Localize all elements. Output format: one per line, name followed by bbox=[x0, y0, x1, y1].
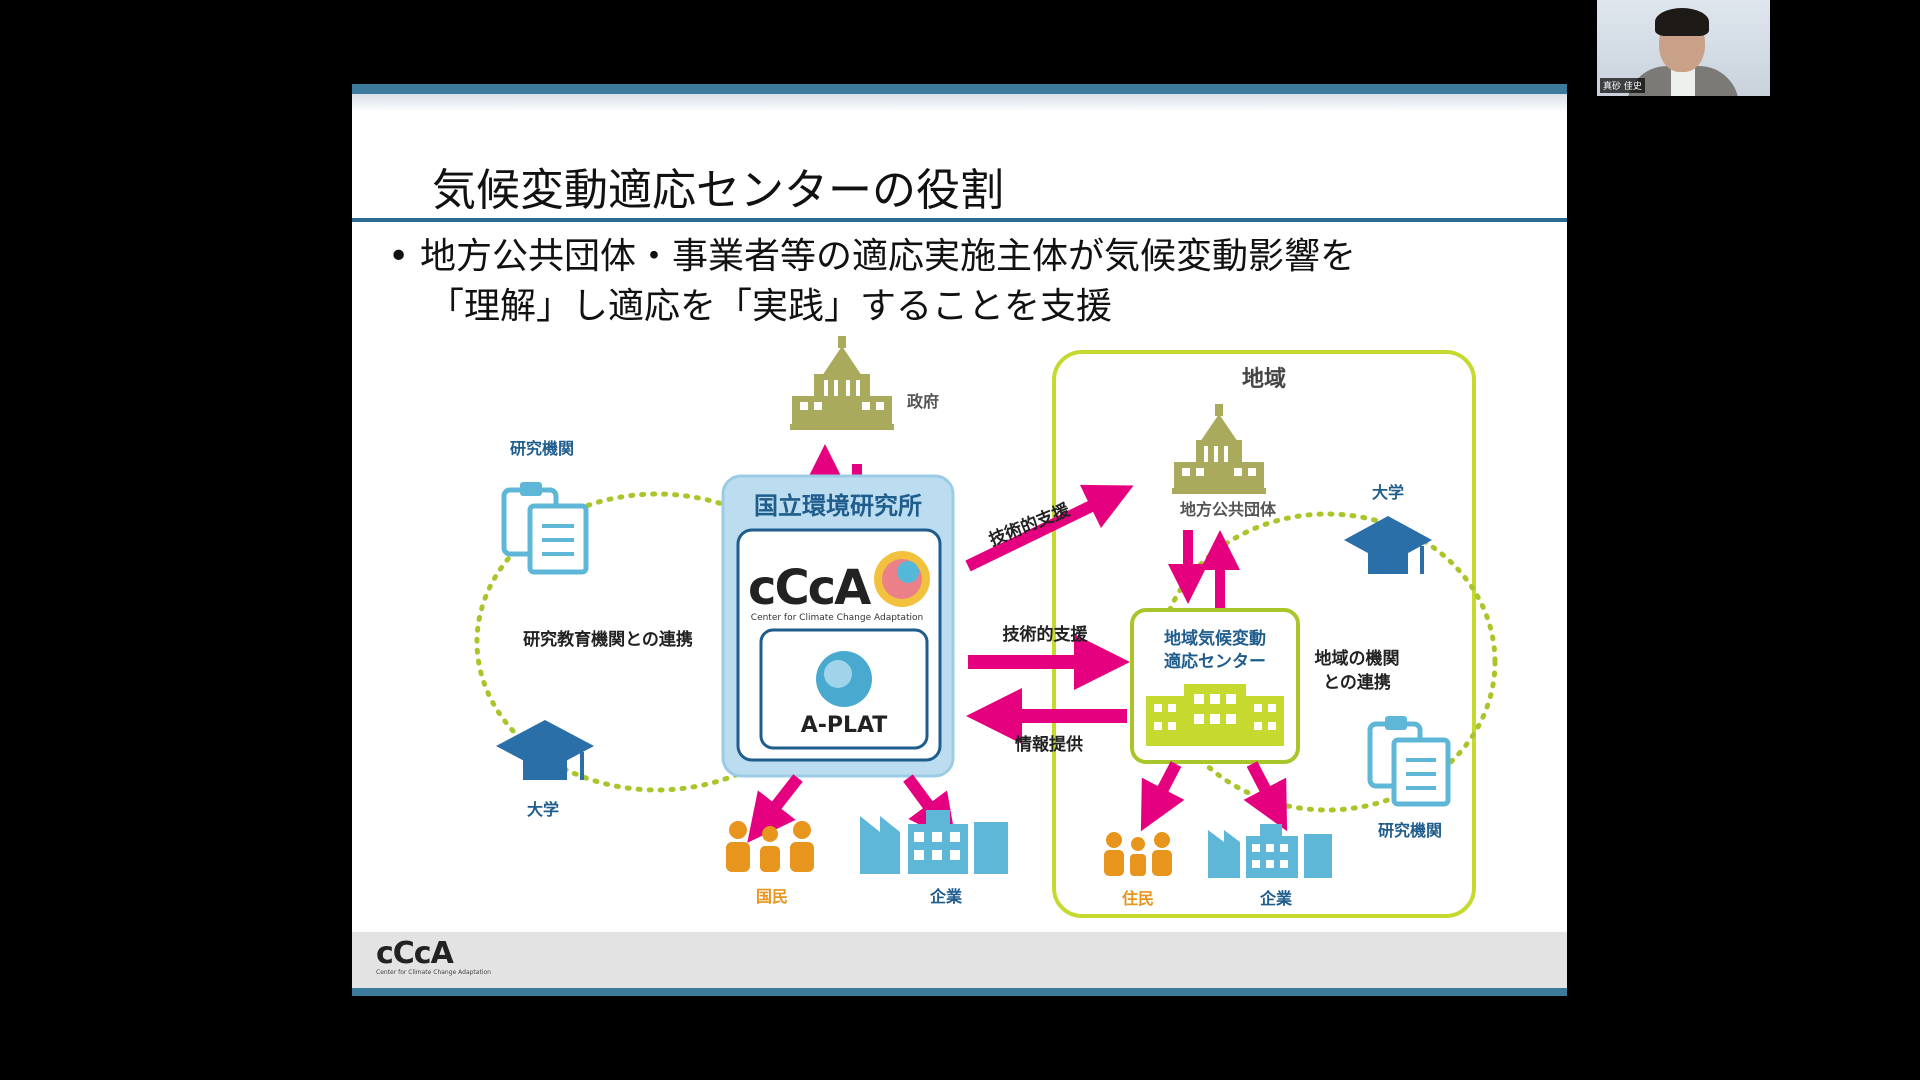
clipboard-icon-right bbox=[1367, 716, 1451, 807]
government-building-icon bbox=[790, 336, 894, 430]
companies-right-label: 企業 bbox=[1259, 889, 1293, 908]
government-label: 政府 bbox=[907, 392, 939, 411]
slide-footer bbox=[352, 932, 1567, 988]
bullet-dot: • bbox=[388, 236, 410, 277]
arrow-center-to-companies bbox=[1243, 761, 1288, 832]
aplat-label: A-PLAT bbox=[801, 713, 888, 738]
arrow-nies-to-localgov bbox=[965, 484, 1134, 572]
participant-video-tile[interactable]: 真砂 佳史 bbox=[1597, 0, 1770, 96]
graduation-cap-icon-left bbox=[496, 720, 594, 780]
role-diagram: 地域 政府 国立環境研究所 cCcA Center for Cl bbox=[474, 336, 1498, 918]
university-left-label: 大学 bbox=[527, 800, 559, 819]
slide-top-gradient bbox=[352, 94, 1567, 112]
info-provision-label: 情報提供 bbox=[1015, 734, 1083, 755]
slide-footer-rule bbox=[352, 988, 1567, 996]
slide-top-band bbox=[352, 84, 1567, 94]
residents-label: 住民 bbox=[1122, 889, 1154, 908]
citizens-label: 国民 bbox=[756, 887, 788, 906]
participant-hair bbox=[1655, 8, 1709, 36]
arrow-center-to-residents bbox=[1140, 761, 1185, 832]
people-icon-citizens bbox=[726, 821, 814, 872]
research-org-right-label: 研究機関 bbox=[1378, 821, 1442, 840]
ccca-subtitle: Center for Climate Change Adaptation bbox=[751, 613, 923, 623]
slide-bullet: • 地方公共団体・事業者等の適応実施主体が気候変動影響を 「理解」し適応を「実践… bbox=[388, 232, 1508, 332]
region-label: 地域 bbox=[1242, 366, 1286, 392]
nies-label: 国立環境研究所 bbox=[754, 492, 922, 520]
local-center-label-2: 適応センター bbox=[1164, 651, 1266, 672]
bullet-line-2: 「理解」し適応を「実践」することを支援 bbox=[428, 286, 1113, 327]
factory-icon-right bbox=[1208, 824, 1332, 878]
footer-logo-subtitle: Center for Climate Change Adaptation bbox=[376, 969, 491, 976]
people-icon-residents bbox=[1104, 832, 1172, 876]
participant-name-label: 真砂 佳史 bbox=[1600, 78, 1645, 93]
research-org-left-label: 研究機関 bbox=[510, 439, 574, 458]
tech-support-label: 技術的支援 bbox=[1003, 624, 1089, 645]
bullet-line-1: 地方公共団体・事業者等の適応実施主体が気候変動影響を bbox=[420, 236, 1357, 277]
region-box bbox=[1052, 350, 1476, 918]
local-gov-label: 地方公共団体 bbox=[1180, 500, 1277, 519]
collab-research-label: 研究教育機関との連携 bbox=[523, 629, 693, 650]
collab-regional-label-1: 地域の機関 bbox=[1315, 648, 1400, 669]
footer-logo-text: cCcA bbox=[376, 936, 454, 971]
shared-slide: 気候変動適応センターの役割 • 地方公共団体・事業者等の適応実施主体が気候変動影… bbox=[352, 84, 1567, 996]
slide-title: 気候変動適応センターの役割 bbox=[432, 165, 1004, 216]
footer-logo: cCcA Center for Climate Change Adaptatio… bbox=[376, 936, 491, 976]
local-gov-building-icon bbox=[1172, 404, 1266, 494]
local-center-label-1: 地域気候変動 bbox=[1164, 628, 1266, 649]
university-right-label: 大学 bbox=[1372, 483, 1404, 502]
collab-regional-label-2: との連携 bbox=[1323, 672, 1391, 693]
companies-left-label: 企業 bbox=[929, 887, 963, 906]
clipboard-icon-left bbox=[501, 482, 589, 575]
graduation-cap-icon-right bbox=[1344, 516, 1432, 574]
ccca-logo-text: cCcA bbox=[748, 560, 871, 616]
title-divider bbox=[352, 218, 1567, 222]
arrow-nies-to-citizens bbox=[747, 774, 803, 843]
